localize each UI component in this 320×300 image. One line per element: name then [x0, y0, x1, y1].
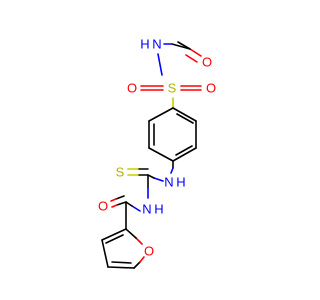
molecule-structure: O N H S O O N H S N H O O [98, 37, 216, 269]
ring-double-2 [175, 145, 193, 156]
atom-h-thiourea-lower: H [154, 202, 163, 217]
bond-carbonyl-o-1 [189, 48, 202, 57]
bond-amide-co-2 [115, 195, 125, 200]
atom-n-thiourea-lower: N [142, 202, 151, 217]
bond-nh-c-blue [153, 177, 164, 182]
furan-bond-c5-o-red [139, 256, 145, 263]
ring-bond-3 [172, 147, 197, 162]
atom-o-sulfonyl-left: O [127, 81, 137, 96]
atom-h-thiourea-upper: H [176, 175, 185, 190]
bond-carbonyl-o-2 [185, 54, 198, 63]
ring-bond-4 [148, 147, 174, 162]
ring-bond-6 [148, 107, 174, 122]
bond-n-s [157, 53, 163, 76]
atom-s-thione: S [116, 165, 125, 180]
furan-double-c4-c5 [111, 261, 132, 264]
furan-bond-o-c2 [125, 228, 137, 239]
atom-o-furan: O [144, 244, 154, 259]
atom-h-sulfonamide: H [140, 37, 149, 52]
bond-amide-co-1 [116, 201, 127, 206]
furan-bond-c5-o [133, 261, 141, 269]
atom-o-sulfonyl-right: O [206, 81, 216, 96]
atom-o-acetyl: O [202, 55, 212, 70]
furan-bond-c2-c3 [101, 228, 127, 241]
ring-double-1 [176, 113, 194, 124]
furan-bond-c4-c5 [107, 266, 135, 269]
bond-amide-co-2-red [110, 198, 117, 202]
bond-amide-co-1-red [111, 204, 118, 208]
bond-carbonyl-n [171, 43, 191, 50]
bond-nh-amide [125, 201, 133, 207]
furan-double-c2-c3 [105, 234, 124, 244]
bond-ring-nh-blue [170, 167, 174, 174]
bond-nh-c [147, 174, 155, 179]
furan-bond-c3-c4 [101, 239, 109, 268]
atom-o-amide: O [98, 199, 108, 214]
atom-n-thiourea-upper: N [164, 175, 173, 190]
furan-bond-o-c2-red [135, 237, 143, 245]
atom-n-sulfonamide: N [152, 37, 161, 52]
atom-s-sulfonyl: S [168, 81, 177, 96]
bond-nh-amide-blue [131, 205, 141, 212]
ring-bond-1 [172, 107, 197, 122]
